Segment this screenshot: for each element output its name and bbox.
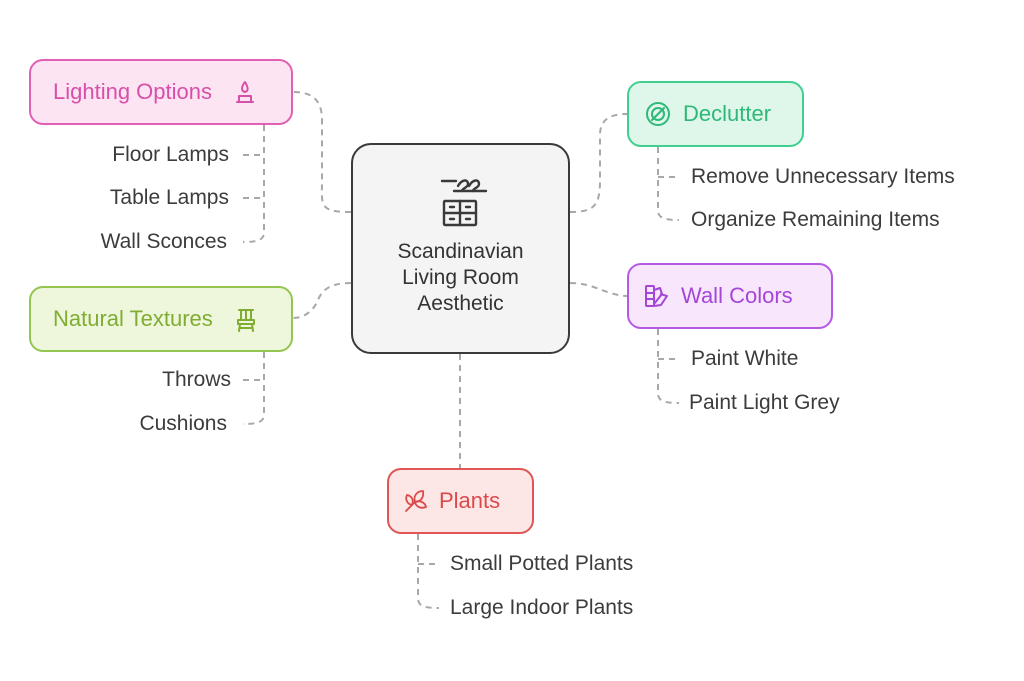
list-item: Throws	[162, 368, 231, 391]
branch-label: Declutter	[683, 101, 772, 126]
list-item: Wall Sconces	[100, 230, 227, 253]
branch-label: Plants	[439, 488, 501, 513]
list-item: Small Potted Plants	[450, 552, 634, 575]
hanger-dresser-icon	[428, 173, 494, 231]
branch-declutter[interactable]: Declutter	[627, 81, 804, 147]
central-topic-node[interactable]: Scandinavian Living Room Aesthetic	[351, 143, 570, 354]
branch-lighting-options[interactable]: Lighting Options	[29, 59, 293, 125]
list-item: Organize Remaining Items	[691, 208, 940, 231]
leaf-icon	[403, 488, 429, 514]
list-item: Paint White	[691, 347, 799, 370]
connector-textures	[292, 282, 352, 319]
branch-label: Wall Colors	[681, 283, 793, 308]
central-topic-title: Scandinavian Living Room Aesthetic	[397, 240, 524, 315]
branch-label: Natural Textures	[53, 306, 213, 331]
connector-declutter	[569, 113, 628, 213]
list-item: Large Indoor Plants	[450, 596, 634, 619]
branch-label: Lighting Options	[53, 79, 212, 104]
color-swatch-icon	[643, 283, 669, 309]
connector-wallcolors	[569, 282, 628, 297]
chair-icon	[233, 306, 259, 332]
list-item: Cushions	[139, 412, 227, 435]
candle-icon	[232, 79, 258, 105]
list-item: Paint Light Grey	[689, 391, 840, 414]
prohibited-icon	[645, 101, 671, 127]
connector-lighting	[292, 91, 352, 213]
branch-plants[interactable]: Plants	[387, 468, 534, 534]
list-item: Floor Lamps	[112, 143, 229, 166]
branch-wall-colors[interactable]: Wall Colors	[627, 263, 833, 329]
list-item: Remove Unnecessary Items	[691, 165, 955, 188]
list-item: Table Lamps	[109, 186, 229, 209]
branch-natural-textures[interactable]: Natural Textures	[29, 286, 293, 352]
